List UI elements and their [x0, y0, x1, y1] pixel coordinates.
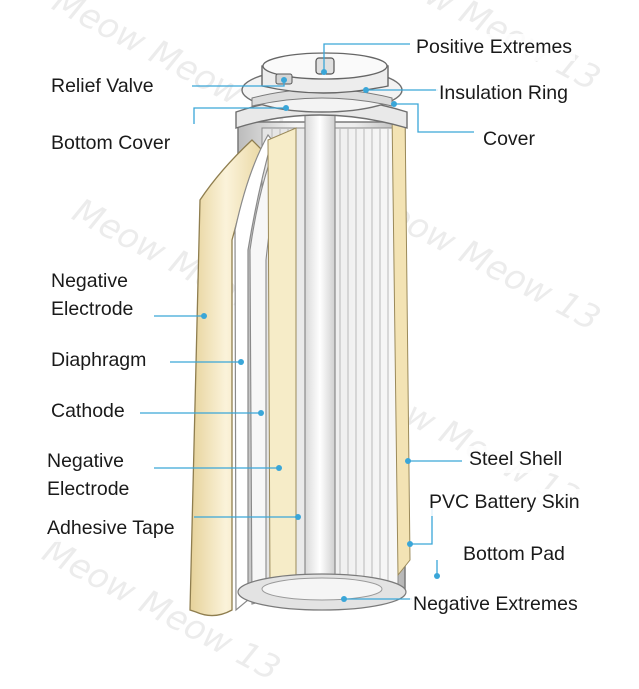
label-pvc-battery-skin: PVC Battery Skin: [426, 489, 583, 516]
label-cathode: Cathode: [48, 398, 128, 425]
label-negative-electrode-2-line2: Electrode: [44, 476, 133, 503]
label-bottom-cover: Bottom Cover: [48, 130, 174, 157]
leader-lines: [140, 43, 474, 600]
battery-diagram: Meow Meow 13 Meow Meow 13 Meow Meow 13 M…: [36, 0, 607, 689]
label-relief-valve: Relief Valve: [48, 73, 157, 100]
label-diaphragm: Diaphragm: [48, 347, 150, 374]
battery-cutaway-svg: [140, 43, 474, 617]
label-negative-extremes: Negative Extremes: [410, 591, 581, 618]
label-negative-electrode-2-line1: Negative: [44, 448, 127, 475]
label-cover: Cover: [480, 126, 539, 153]
label-bottom-pad: Bottom Pad: [460, 541, 568, 568]
leader-dots: [201, 69, 440, 602]
label-steel-shell: Steel Shell: [466, 446, 566, 473]
label-adhesive-tape: Adhesive Tape: [44, 515, 178, 542]
label-negative-electrode-1-line1: Negative: [48, 268, 131, 295]
inner-negative-electrode: [267, 127, 297, 597]
label-positive-extremes: Positive Extremes: [413, 34, 576, 61]
central-core: [304, 109, 336, 589]
label-negative-electrode-1-line2: Electrode: [48, 296, 137, 323]
label-insulation-ring: Insulation Ring: [436, 80, 571, 107]
